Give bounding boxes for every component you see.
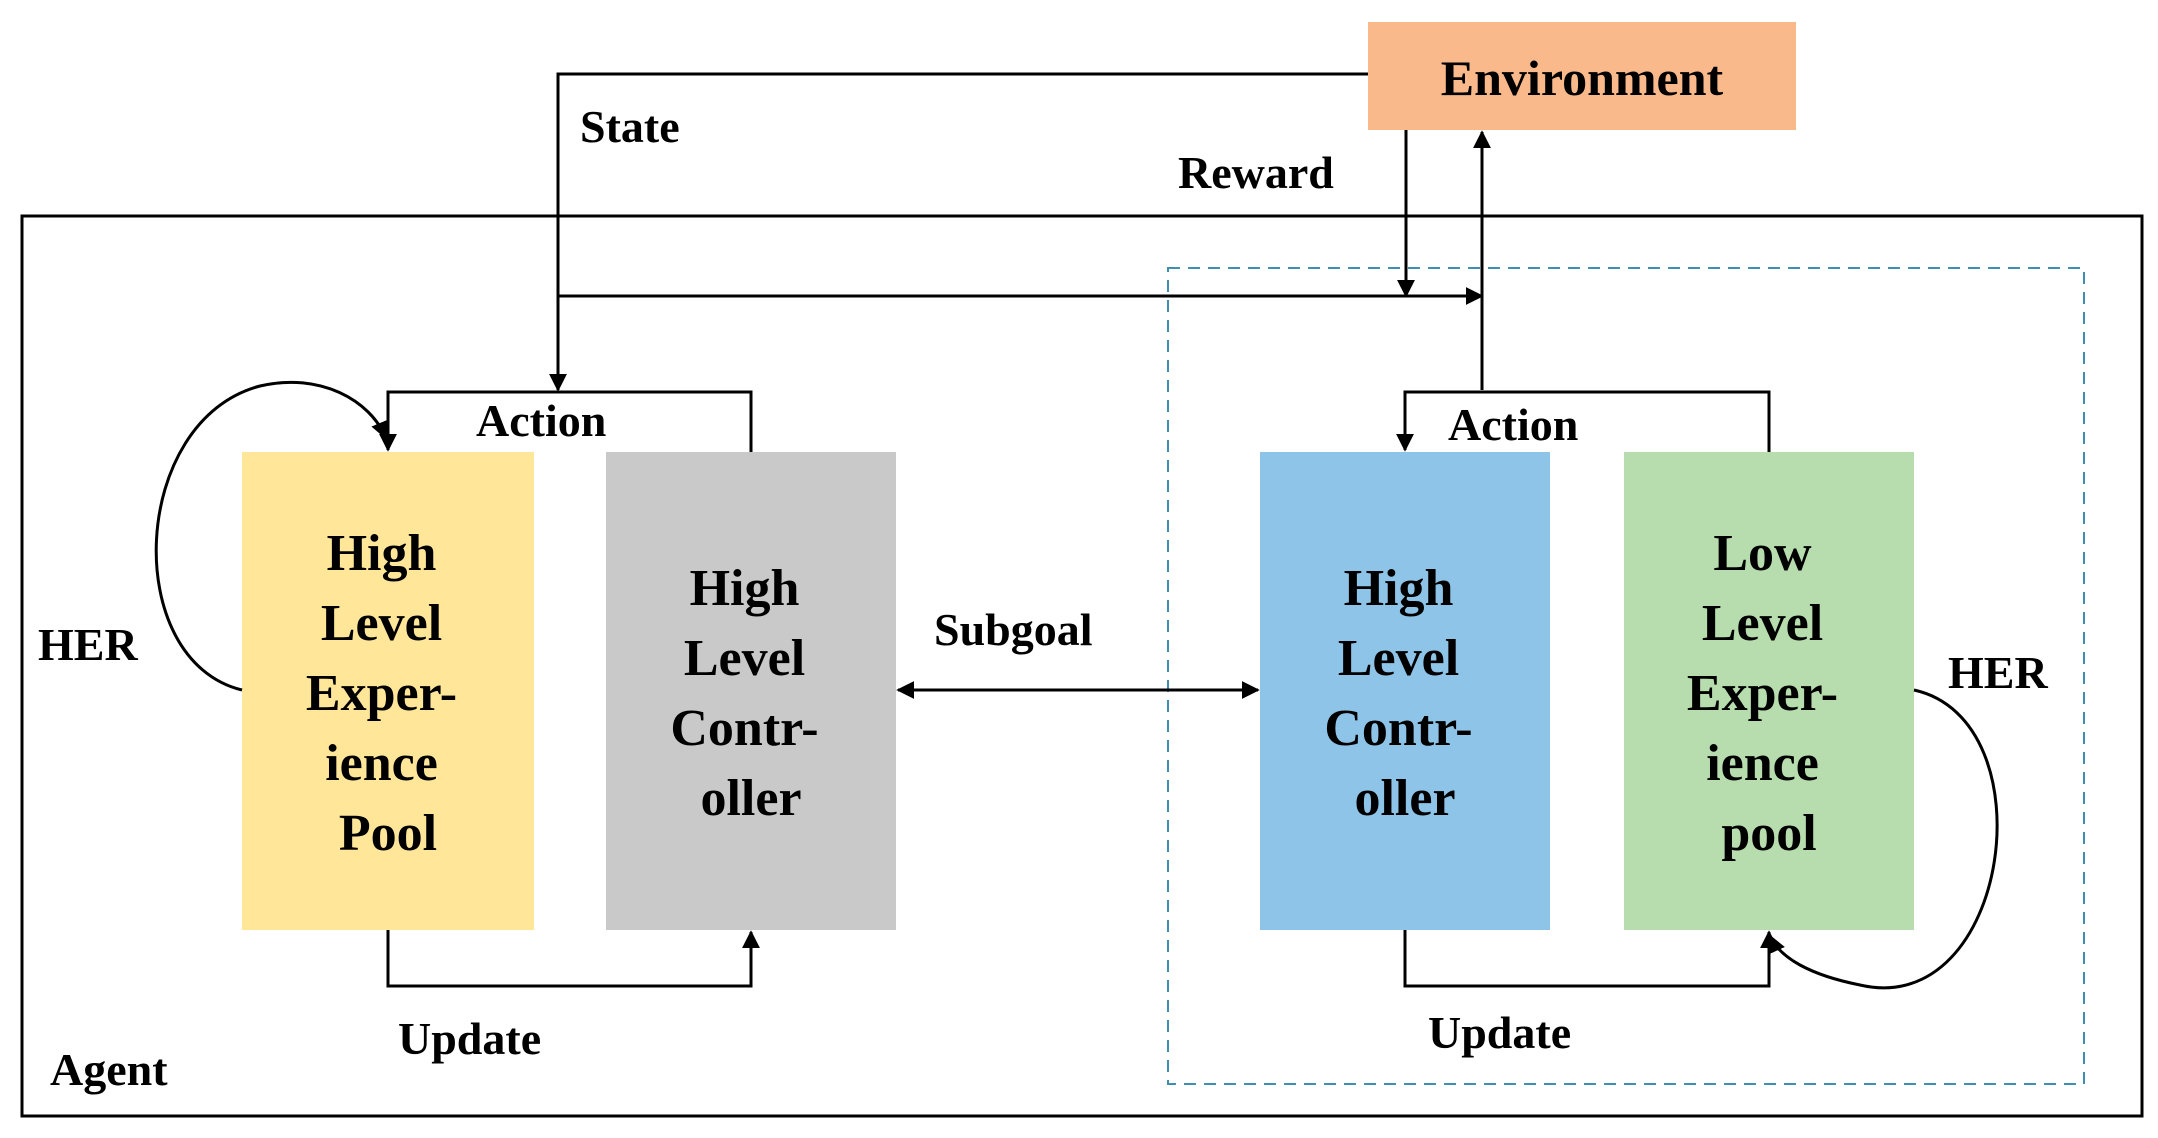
- agent-frame: [20, 214, 2144, 1118]
- subgoal-label: Subgoal: [934, 604, 1093, 655]
- update-left-line: [386, 930, 760, 988]
- high-level-controller-right-box: [1260, 452, 1550, 930]
- high-level-controller-left-box: [606, 452, 896, 930]
- her-left-curve: [154, 380, 388, 692]
- her-right-curve: [1768, 688, 1999, 990]
- update-right-label: Update: [1428, 1007, 1571, 1058]
- state-label: State: [580, 101, 680, 152]
- her-left-label: HER: [38, 619, 138, 670]
- high-level-experience-pool-text: High Level Exper- ience Pool: [306, 525, 470, 862]
- update-right-line: [1403, 930, 1778, 988]
- high-level-experience-pool-box: [242, 452, 534, 930]
- action-right-loop: [1396, 390, 1771, 452]
- action-left-loop: [379, 390, 753, 452]
- her-right-label: HER: [1948, 647, 2048, 698]
- agent-label: Agent: [50, 1044, 168, 1095]
- environment-box: [1368, 22, 1796, 130]
- low-level-region: [1167, 267, 2085, 1085]
- action-left-label: Action: [476, 395, 606, 446]
- update-left-label: Update: [398, 1013, 541, 1064]
- reward-label: Reward: [1178, 147, 1334, 198]
- high-level-controller-left-text: High Level Contr- oller: [670, 560, 831, 827]
- low-level-experience-pool-box: [1624, 452, 1914, 930]
- state-line: [549, 72, 1368, 392]
- action-right-label: Action: [1448, 399, 1578, 450]
- high-level-controller-right-text: High Level Contr- oller: [1324, 560, 1485, 827]
- low-level-experience-pool-text: Low Level Exper- ience pool: [1687, 525, 1851, 862]
- environment-label: Environment: [1441, 50, 1724, 106]
